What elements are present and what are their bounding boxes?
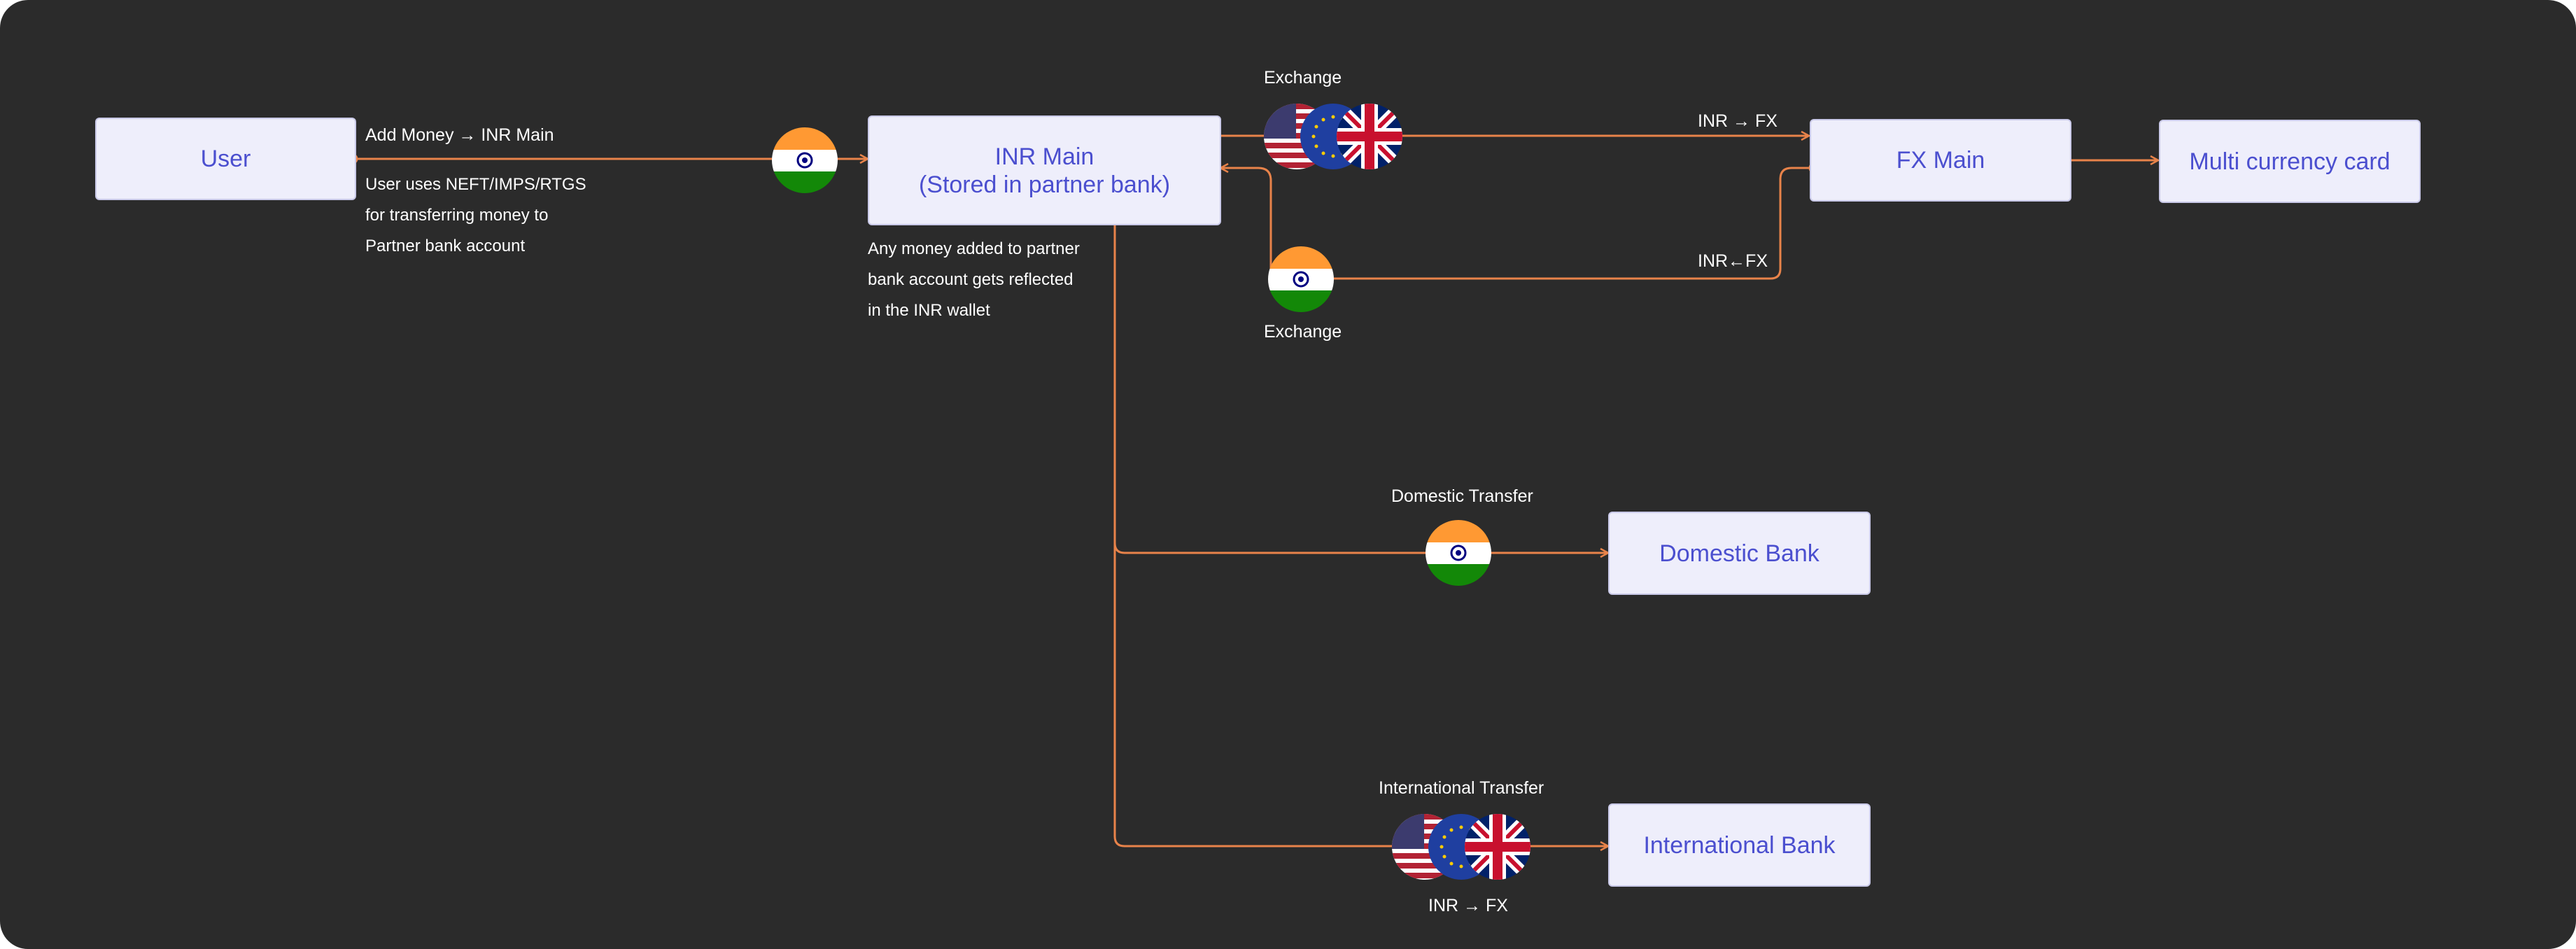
node-inr-main-subtitle: (Stored in partner bank): [918, 171, 1171, 198]
india-flag-icon: [772, 127, 838, 193]
connector-inr-to-domestic: [1113, 220, 1608, 553]
label-exchange-top: Exchange: [1264, 68, 1342, 87]
node-multi-currency-card-label: Multi currency card: [2189, 148, 2391, 175]
label-add-money: Add Money → INR Main: [365, 125, 554, 145]
node-inr-main[interactable]: INR Main (Stored in partner bank): [868, 115, 1221, 225]
note-user-line-2: for transferring money to: [365, 206, 549, 225]
uk-flag-icon: [1465, 814, 1530, 880]
note-user-transfer: User uses NEFT/IMPS/RTGS for transferrin…: [365, 169, 586, 262]
node-user-label: User: [200, 146, 251, 172]
note-inr-line-3: in the INR wallet: [868, 301, 990, 320]
label-international-transfer: International Transfer: [1379, 778, 1544, 798]
note-user-line-3: Partner bank account: [365, 237, 526, 255]
node-inr-main-title: INR Main: [994, 143, 1095, 170]
uk-flag-icon: [1337, 104, 1402, 169]
node-international-bank-label: International Bank: [1643, 831, 1836, 859]
node-multi-currency-card[interactable]: Multi currency card: [2159, 120, 2421, 203]
node-domestic-bank-label: Domestic Bank: [1659, 540, 1820, 567]
node-user[interactable]: User: [95, 118, 356, 200]
label-inr-to-fx-top: INR → FX: [1698, 111, 1778, 131]
label-inr-to-fx-bottom: INR → FX: [1428, 896, 1508, 915]
node-fx-main-label: FX Main: [1896, 147, 1985, 174]
india-flag-icon: [1268, 246, 1334, 312]
connector-inr-to-international: [1113, 543, 1608, 846]
note-user-line-1: User uses NEFT/IMPS/RTGS: [365, 175, 586, 194]
node-fx-main[interactable]: FX Main: [1810, 119, 2071, 202]
fx-flags-international: [1392, 814, 1530, 880]
fx-flags-exchange-top: [1264, 104, 1402, 169]
note-inr-line-1: Any money added to partner: [868, 239, 1080, 258]
note-inr-line-2: bank account gets reflected: [868, 270, 1074, 289]
connector-fx-to-inr: [1220, 168, 1814, 280]
india-flag-icon: [1426, 520, 1491, 586]
note-inr-wallet: Any money added to partner bank account …: [868, 234, 1080, 326]
label-exchange-bottom: Exchange: [1264, 322, 1342, 342]
node-international-bank[interactable]: International Bank: [1608, 803, 1871, 887]
label-inr-from-fx: INR←FX: [1698, 251, 1768, 271]
label-domestic-transfer: Domestic Transfer: [1391, 486, 1533, 506]
node-domestic-bank[interactable]: Domestic Bank: [1608, 512, 1871, 595]
